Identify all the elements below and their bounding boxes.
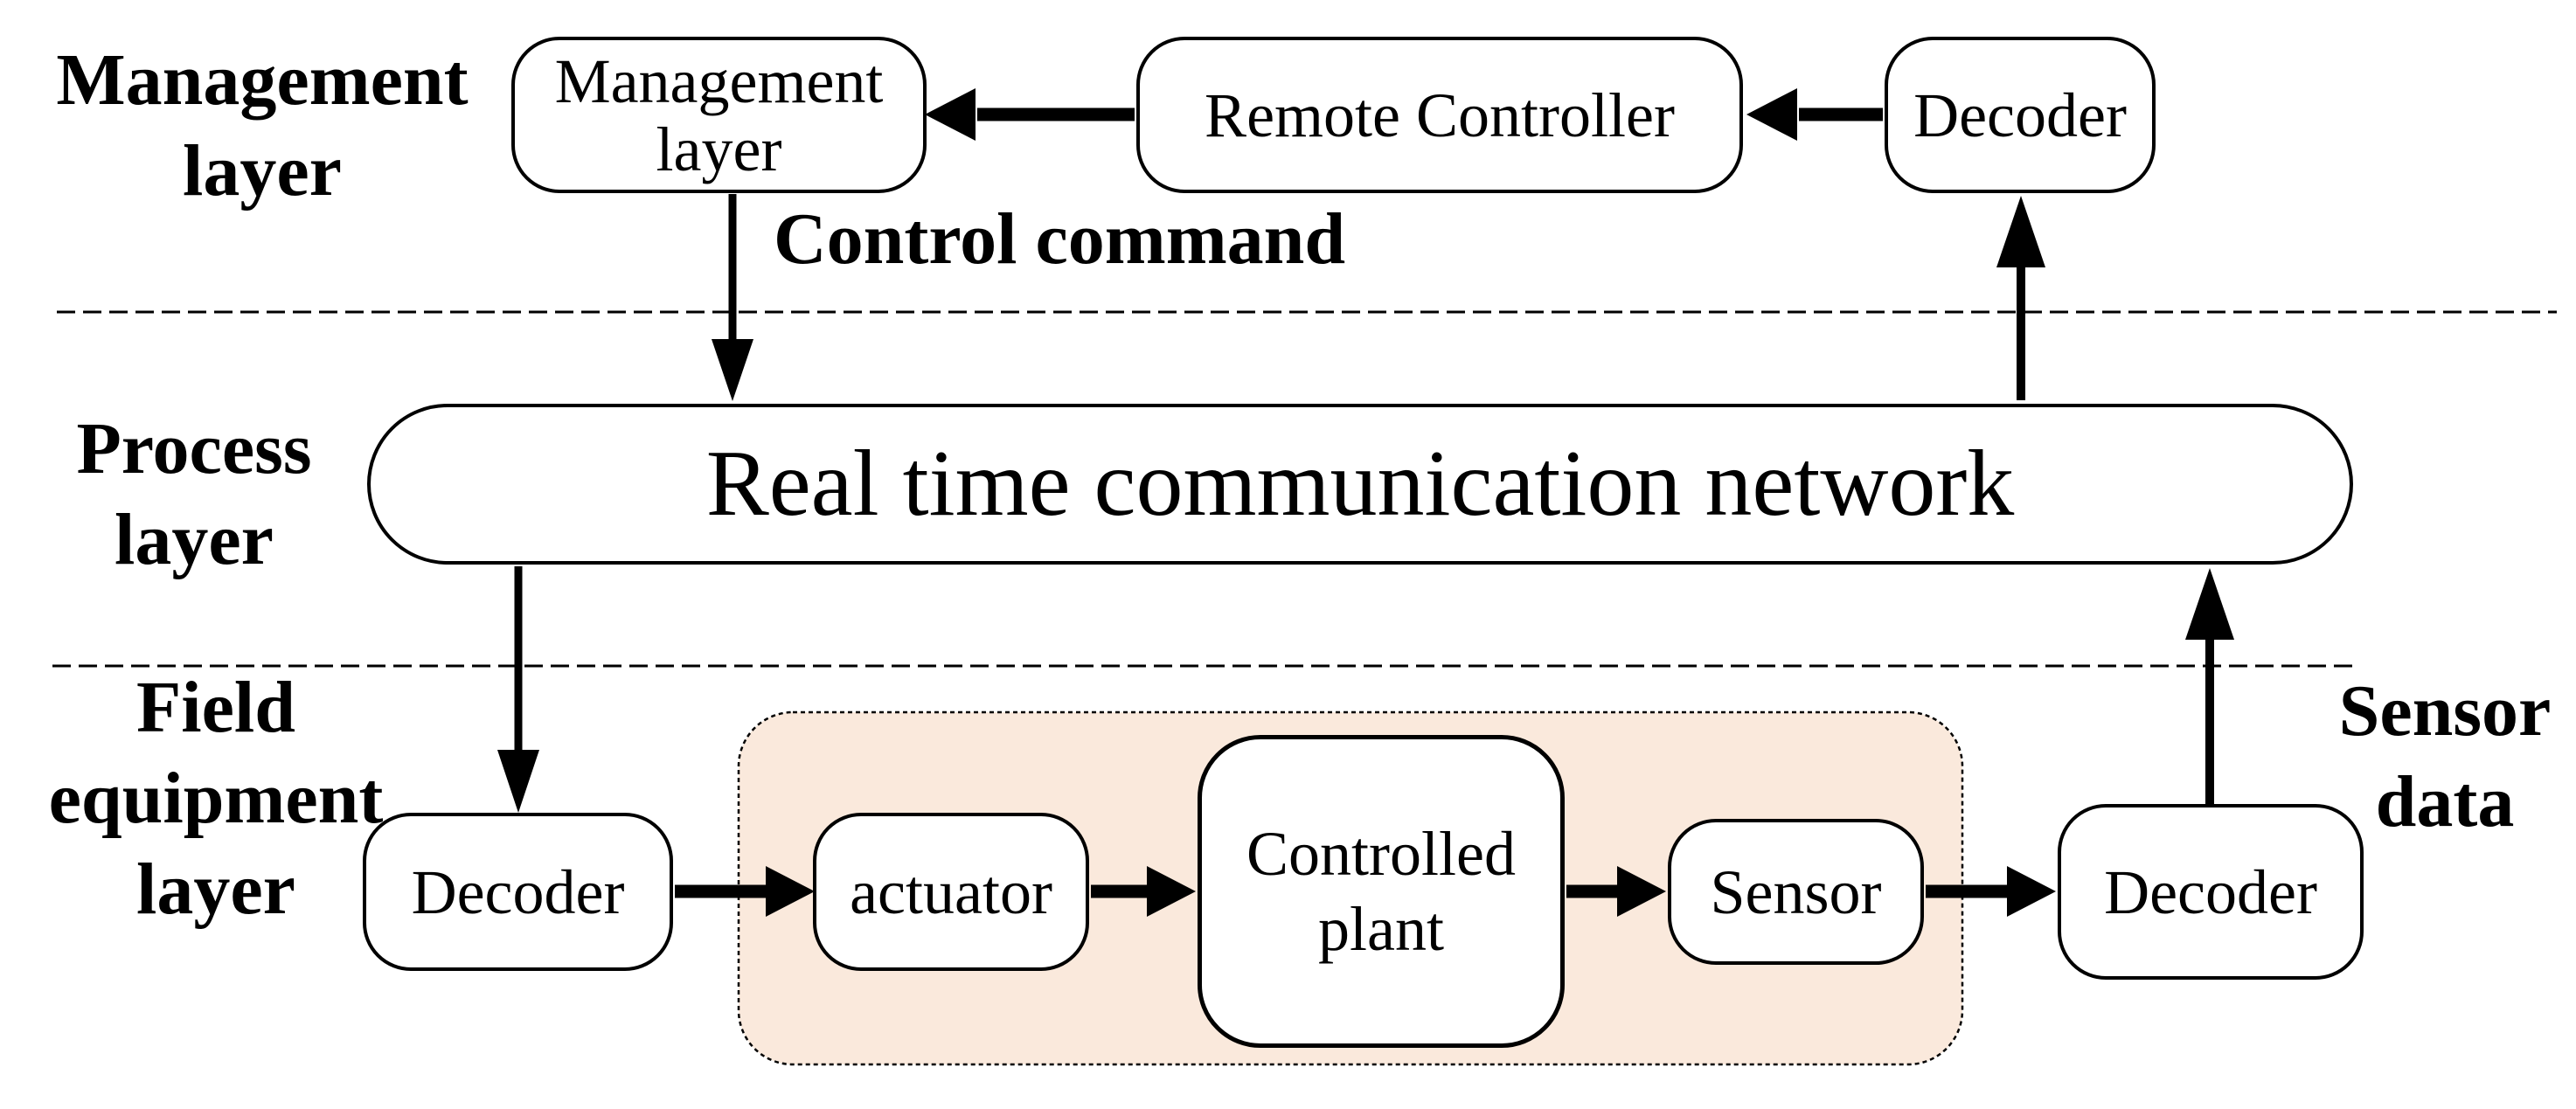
arrow-decoder-to-actuator: [675, 866, 815, 917]
arrow-actuator-to-plant: [1091, 866, 1196, 917]
field-layer-label-line3: layer: [136, 849, 295, 930]
arrow-sensor-to-decoder: [1926, 866, 2056, 917]
node-actuator: actuator: [813, 813, 1089, 971]
node-decoder-field-left: Decoder: [363, 813, 673, 971]
process-layer-label-line2: layer: [115, 499, 274, 580]
process-layer-label-line1: Process: [76, 408, 312, 489]
arrow-decoder-field-to-network: [2185, 568, 2234, 806]
process-layer-label: Process layer: [37, 404, 351, 586]
arrow-remote-controller-to-management: [925, 88, 1135, 141]
field-equipment-layer-label: Field equipment layer: [32, 662, 399, 935]
node-decoder-management: Decoder: [1885, 37, 2156, 193]
arrow-management-to-network: [712, 194, 753, 401]
sensor-data-label: Sensor data: [2314, 666, 2576, 848]
node-realtime-communication-network: Real time communication network: [367, 404, 2353, 565]
node-management-layer: Management layer: [511, 37, 927, 193]
control-command-label: Control command: [774, 198, 1346, 280]
management-layer-label-line1: Management: [56, 39, 469, 121]
arrow-decoder-to-remote-controller: [1746, 88, 1883, 141]
arrow-network-to-decoder-field: [497, 566, 539, 813]
node-remote-controller: Remote Controller: [1136, 37, 1743, 193]
field-layer-label-line2: equipment: [48, 758, 384, 839]
arrow-plant-to-sensor: [1566, 866, 1666, 917]
management-layer-label-line2: layer: [183, 130, 342, 211]
node-management-layer-text: Management layer: [554, 45, 884, 184]
field-layer-label-line1: Field: [136, 667, 295, 748]
management-layer-label: Management layer: [35, 35, 490, 217]
node-controlled-plant-text: Controlled plant: [1246, 819, 1516, 964]
sensor-data-label-line2: data: [2375, 761, 2515, 842]
arrow-network-to-decoder-top: [1996, 196, 2045, 400]
node-sensor: Sensor: [1668, 819, 1924, 965]
sensor-data-label-line1: Sensor: [2338, 670, 2552, 752]
node-controlled-plant: Controlled plant: [1198, 735, 1565, 1048]
